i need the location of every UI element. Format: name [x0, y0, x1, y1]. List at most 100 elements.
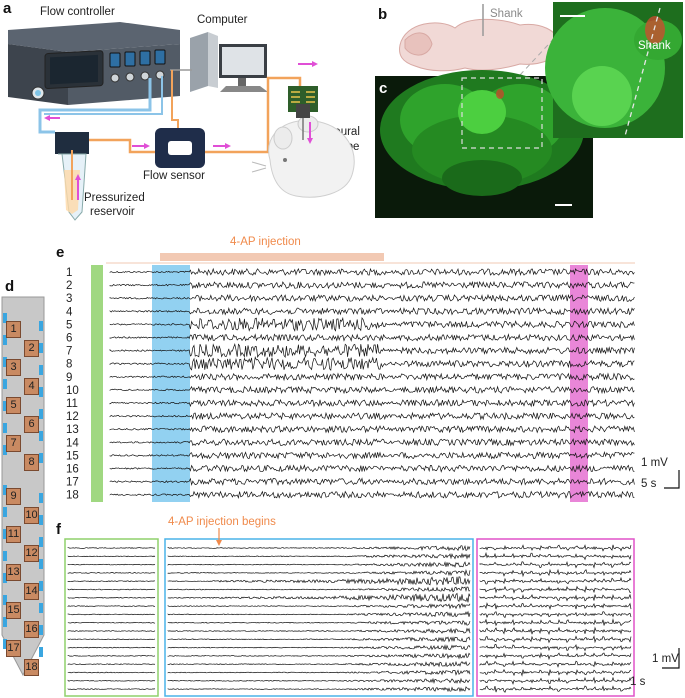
trace-e	[109, 306, 635, 316]
trace-e	[109, 425, 635, 434]
fluidic-port-right	[39, 453, 43, 463]
pressurized-label: Pressurized	[84, 192, 145, 204]
trace-f	[67, 563, 156, 566]
trace-f	[479, 593, 632, 602]
channel-label: 12	[66, 411, 79, 423]
channel-label: 1	[66, 267, 72, 279]
trace-f	[479, 618, 632, 627]
channel-label: 10	[66, 385, 79, 397]
trace-f	[479, 652, 632, 661]
trace-f	[479, 660, 632, 668]
electrode-pad: 6	[24, 416, 39, 433]
fluidic-port-left	[3, 573, 7, 583]
channel-label: 17	[66, 477, 79, 489]
fluidic-port-right	[39, 625, 43, 635]
zoom-window-late	[476, 538, 635, 697]
sagittal-brain-sketch	[399, 4, 561, 72]
fluidic-port-left	[3, 639, 7, 649]
trace-f	[167, 669, 471, 676]
scale-mv-e: 1 mV	[641, 457, 668, 469]
trace-f	[67, 588, 156, 591]
zoom-inset	[545, 2, 683, 138]
trace-f	[167, 686, 471, 693]
window-injection-onset	[152, 265, 190, 502]
fluidic-port-left	[3, 507, 7, 517]
electrode-pad: 11	[6, 526, 21, 543]
trace-e	[109, 385, 635, 395]
panel-letter-b: b	[378, 6, 388, 23]
computer-icon	[170, 32, 268, 92]
fluidic-port-right	[39, 409, 43, 419]
trace-f	[167, 660, 471, 668]
trace-f	[67, 646, 156, 649]
recording-f-traces	[64, 528, 680, 697]
fluidic-port-right	[39, 559, 43, 569]
channel-label: 11	[66, 398, 78, 410]
electrode-pad: 10	[24, 507, 39, 524]
fluidic-port-right	[39, 365, 43, 375]
channel-label: 7	[66, 346, 72, 358]
fluidic-port-right	[39, 603, 43, 613]
trace-e	[109, 437, 635, 447]
panel-letter-f: f	[56, 521, 61, 538]
fluidic-port-left	[3, 595, 7, 605]
channel-label: 4	[66, 306, 73, 318]
scale-s-f: 1 s	[630, 676, 646, 688]
electrode-pad: 17	[6, 640, 21, 657]
trace-f	[167, 592, 471, 603]
fluidic-port-left	[3, 401, 7, 411]
zoom-window-onset	[164, 538, 474, 697]
trace-f	[67, 688, 156, 690]
electrode-pad: 18	[24, 659, 39, 676]
fluidic-port-left	[3, 445, 7, 455]
trace-f	[479, 560, 632, 569]
pressurized-reservoir	[55, 132, 89, 221]
panel-letter-e: e	[56, 244, 65, 261]
trace-f	[67, 555, 156, 558]
trace-f	[67, 621, 156, 624]
flow-controller-label: Flow controller	[40, 6, 115, 18]
trace-f	[67, 613, 156, 616]
scale-bar-e	[664, 470, 680, 489]
trace-f	[67, 638, 156, 641]
trace-f	[167, 561, 471, 568]
electrode-pad: 13	[6, 564, 21, 581]
trace-f	[479, 611, 632, 619]
fluidic-port-right	[39, 515, 43, 525]
fluidic-port-left	[3, 485, 7, 495]
trace-f	[67, 547, 156, 549]
scale-s-e: 5 s	[641, 478, 657, 490]
flow-sensor-device	[155, 128, 205, 168]
trace-f	[479, 585, 632, 594]
fluidic-port-left	[3, 379, 7, 389]
trace-f	[167, 576, 471, 586]
electrode-pad: 2	[24, 340, 39, 357]
neural-probe-board	[288, 86, 318, 144]
trace-e	[109, 450, 635, 460]
fluidic-port-right	[39, 537, 43, 547]
electrode-pad: 3	[6, 359, 21, 376]
channel-label: 2	[66, 280, 72, 292]
trace-e	[109, 411, 635, 421]
histology-figure	[375, 2, 683, 218]
channel-label: 13	[66, 424, 79, 436]
trace-f	[167, 652, 471, 660]
electrode-pad: 14	[24, 583, 39, 600]
channel-label: 14	[66, 437, 79, 449]
electrode-pad: 4	[24, 378, 39, 395]
trace-f	[479, 551, 632, 561]
setup-schematic	[8, 22, 355, 221]
trace-f	[167, 569, 471, 577]
trace-f	[167, 544, 471, 552]
fluidic-port-right	[39, 321, 43, 331]
channel-label: 3	[66, 293, 72, 305]
trace-f	[67, 655, 156, 657]
trace-e	[109, 490, 635, 500]
fluidic-port-left	[3, 313, 7, 323]
channel-label: 5	[66, 319, 72, 331]
injection-begins-arrowhead	[216, 540, 222, 546]
trace-f	[67, 596, 156, 599]
electrode-pad: 7	[6, 435, 21, 452]
window-pre-injection	[91, 265, 103, 502]
electrode-pad: 12	[24, 545, 39, 562]
